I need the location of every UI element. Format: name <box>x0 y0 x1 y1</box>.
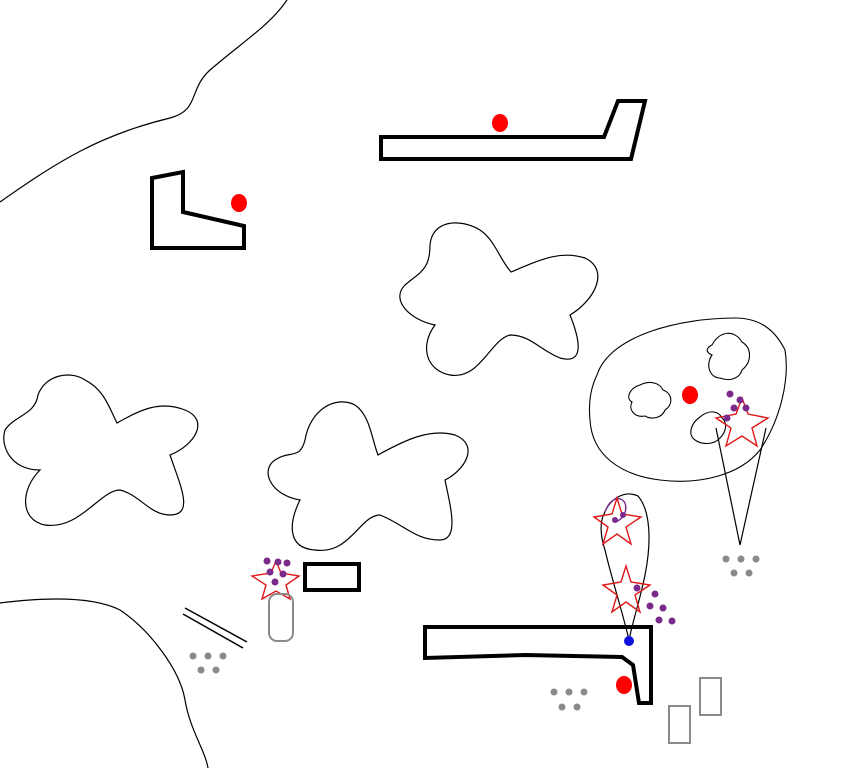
star-icon[interactable] <box>714 396 770 448</box>
tree-cluster-icon <box>267 401 469 551</box>
building-small-box[interactable] <box>303 562 361 592</box>
purple-dot-cluster-icon <box>723 390 750 422</box>
gray-dot-cluster-icon <box>722 555 760 577</box>
purple-curve <box>604 497 627 523</box>
terrain-line-northwest <box>0 0 288 203</box>
building-north-long[interactable] <box>379 99 648 161</box>
track-line-1 <box>184 607 248 643</box>
tree-cluster-icon <box>399 222 599 376</box>
tree-cluster-icon <box>628 381 672 419</box>
red-dot-icon[interactable] <box>231 194 247 212</box>
oval-area-outline[interactable] <box>588 317 787 482</box>
purple-dot-cluster-icon <box>263 557 291 586</box>
track-line-2 <box>182 613 244 649</box>
gray-box-icon[interactable] <box>268 593 294 642</box>
red-dot-icon[interactable] <box>682 386 698 404</box>
gray-dot-cluster-icon <box>550 688 588 711</box>
purple-dot-cluster-icon <box>612 512 626 523</box>
star-icon[interactable] <box>250 559 301 601</box>
star-icon[interactable] <box>601 563 652 614</box>
gray-box-icon[interactable] <box>699 677 722 716</box>
sight-line-east <box>715 427 767 546</box>
gray-dot-cluster-icon <box>189 652 227 674</box>
tree-cluster-icon <box>706 332 751 381</box>
blue-dot-icon[interactable] <box>624 636 634 646</box>
red-dot-icon[interactable] <box>616 676 632 694</box>
tree-cluster-icon <box>3 374 199 526</box>
star-icon[interactable] <box>592 495 643 546</box>
tree-cluster-icon <box>690 411 727 445</box>
red-dot-icon[interactable] <box>492 114 508 132</box>
terrain-line-southwest <box>0 598 209 768</box>
building-south-long[interactable] <box>423 625 653 705</box>
building-northwest-l[interactable] <box>150 169 246 250</box>
purple-dot-cluster-icon <box>633 584 676 625</box>
gray-box-icon[interactable] <box>668 705 691 744</box>
